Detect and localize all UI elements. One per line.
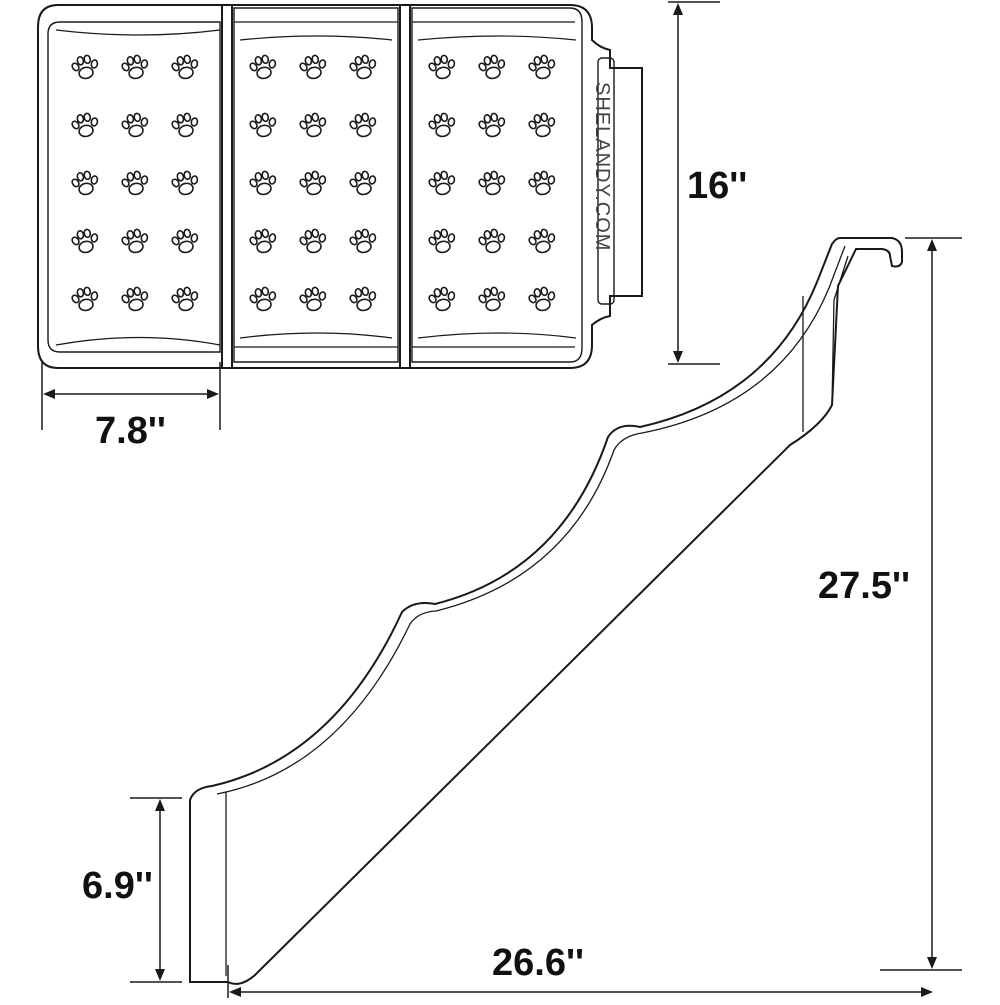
paw-print-icon — [168, 110, 203, 140]
paw-print-icon — [475, 284, 510, 314]
paw-print-icon — [246, 52, 281, 82]
paw-print-icon — [118, 52, 153, 82]
paw-print-icon — [296, 52, 331, 82]
paw-print-icon — [475, 226, 510, 256]
paw-print-icon — [346, 168, 381, 198]
paw-print-grid — [68, 52, 560, 314]
paw-print-icon — [68, 110, 103, 140]
dimension-total-height: 27.5'' — [818, 237, 962, 971]
paw-print-icon — [475, 168, 510, 198]
paw-print-icon — [425, 110, 460, 140]
paw-print-icon — [68, 226, 103, 256]
panel-2 — [233, 7, 399, 363]
paw-print-icon — [425, 226, 460, 256]
paw-print-icon — [475, 52, 510, 82]
paw-print-icon — [346, 226, 381, 256]
arrowhead-icon — [927, 957, 937, 969]
paw-print-icon — [168, 226, 203, 256]
arrowhead-icon — [229, 987, 241, 997]
paw-print-icon — [425, 284, 460, 314]
paw-print-icon — [118, 110, 153, 140]
paw-print-icon — [168, 284, 203, 314]
paw-print-icon — [346, 110, 381, 140]
paw-print-icon — [168, 168, 203, 198]
paw-print-icon — [118, 168, 153, 198]
paw-print-icon — [525, 110, 560, 140]
paw-print-icon — [525, 168, 560, 198]
arrowhead-icon — [673, 3, 683, 15]
paw-print-icon — [246, 168, 281, 198]
paw-print-icon — [525, 226, 560, 256]
arrowhead-icon — [927, 239, 937, 251]
paw-print-icon — [525, 284, 560, 314]
dimension-label-total-length: 26.6'' — [492, 942, 584, 984]
paw-print-icon — [246, 110, 281, 140]
side-view — [189, 237, 903, 985]
side-view-hook — [833, 255, 849, 301]
paw-print-icon — [118, 284, 153, 314]
dimension-total-length: 26.6'' — [227, 942, 933, 998]
paw-print-icon — [425, 52, 460, 82]
paw-print-icon — [296, 284, 331, 314]
dimension-step-depth: 7.8'' — [41, 362, 221, 452]
dimension-label-step-depth: 7.8'' — [95, 410, 166, 452]
paw-print-icon — [346, 284, 381, 314]
paw-print-icon — [475, 110, 510, 140]
panel-3 — [411, 7, 583, 363]
paw-print-icon — [246, 284, 281, 314]
brand-tab — [597, 57, 615, 305]
side-view-outline — [189, 237, 903, 985]
arrowhead-icon — [155, 969, 165, 981]
side-view-inner-edge — [216, 245, 846, 795]
top-view: SHELANDY.COM — [37, 4, 643, 369]
paw-print-icon — [68, 284, 103, 314]
paw-print-icon — [525, 52, 560, 82]
paw-print-icon — [118, 226, 153, 256]
paw-print-icon — [168, 52, 203, 82]
dimension-label-total-height: 27.5'' — [818, 565, 910, 607]
arrowhead-icon — [921, 987, 933, 997]
arrowhead-icon — [207, 389, 219, 399]
arrowhead-icon — [43, 389, 55, 399]
dimension-width: 16'' — [668, 1, 747, 365]
dimension-label-bottom-height: 6.9'' — [82, 865, 153, 907]
dimension-bottom-height: 6.9'' — [82, 797, 182, 983]
paw-print-icon — [296, 168, 331, 198]
dimension-label-width: 16'' — [687, 165, 747, 207]
paw-print-icon — [246, 226, 281, 256]
arrowhead-icon — [155, 799, 165, 811]
paw-print-icon — [68, 52, 103, 82]
arrowhead-icon — [673, 351, 683, 363]
top-view-outline — [37, 4, 643, 369]
paw-print-icon — [296, 110, 331, 140]
paw-print-icon — [68, 168, 103, 198]
paw-print-icon — [425, 168, 460, 198]
paw-print-icon — [296, 226, 331, 256]
brand-label: SHELANDY.COM — [591, 82, 613, 251]
panel-1 — [47, 21, 221, 353]
paw-print-icon — [346, 52, 381, 82]
side-view-hook — [831, 299, 835, 406]
